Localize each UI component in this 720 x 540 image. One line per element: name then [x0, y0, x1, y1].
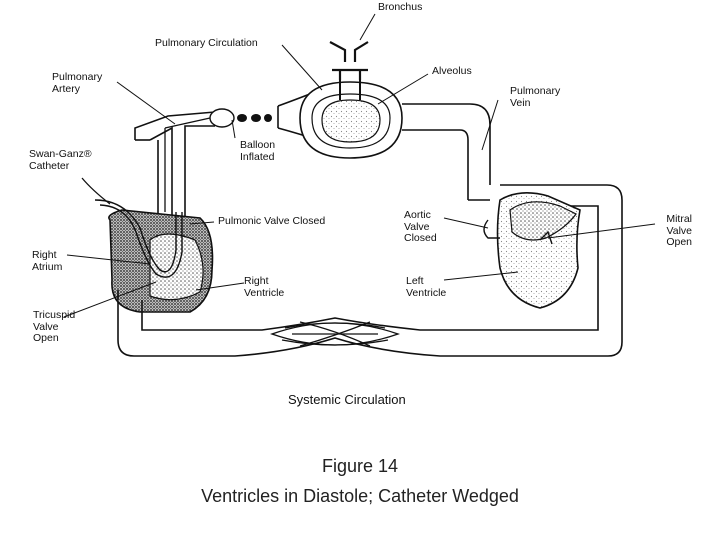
balloon-inflated — [209, 108, 272, 128]
balloon-inflated-label: Balloon Inflated — [240, 139, 276, 163]
left-ventricle-label: Left Ventricle — [406, 275, 447, 299]
swan-ganz-catheter-label: Swan-Ganz® Catheter — [29, 148, 92, 172]
right-heart — [94, 199, 214, 313]
mitral-valve-label: Mitral Valve Open — [666, 213, 692, 248]
diagram-artwork — [63, 13, 656, 357]
aortic-valve-label: Aortic Valve Closed — [404, 209, 437, 244]
leader-lines — [63, 13, 656, 318]
right-ventricle-label: Right Ventricle — [244, 275, 285, 299]
pulmonic-valve-label: Pulmonic Valve Closed — [218, 215, 326, 227]
pulmonary-artery-vessel — [134, 111, 216, 228]
swan-ganz-catheter-line — [81, 117, 211, 212]
systemic-capillary-bed — [270, 321, 400, 347]
figure-caption: Ventricles in Diastole; Catheter Wedged — [201, 486, 519, 506]
right-heart-connector — [117, 290, 143, 312]
right-atrium-label: Right Atrium — [32, 249, 63, 273]
systemic-circulation-label: Systemic Circulation — [288, 392, 406, 407]
pulmonary-vein-label: Pulmonary Vein — [510, 85, 561, 109]
pulmonary-circulation-label: Pulmonary Circulation — [155, 37, 258, 49]
left-heart — [483, 192, 581, 309]
alveolus-label: Alveolus — [432, 65, 472, 77]
pulmonary-artery-label: Pulmonary Artery — [52, 71, 103, 95]
pulmonary-vein-vessel — [402, 103, 491, 201]
bronchus-label: Bronchus — [378, 1, 423, 13]
figure-number: Figure 14 — [321, 456, 399, 476]
alveolus-shape — [299, 80, 403, 159]
tricuspid-valve-label: Tricuspid Valve Open — [33, 309, 76, 344]
bronchus-shape — [329, 41, 369, 80]
systemic-vessel — [117, 184, 623, 357]
